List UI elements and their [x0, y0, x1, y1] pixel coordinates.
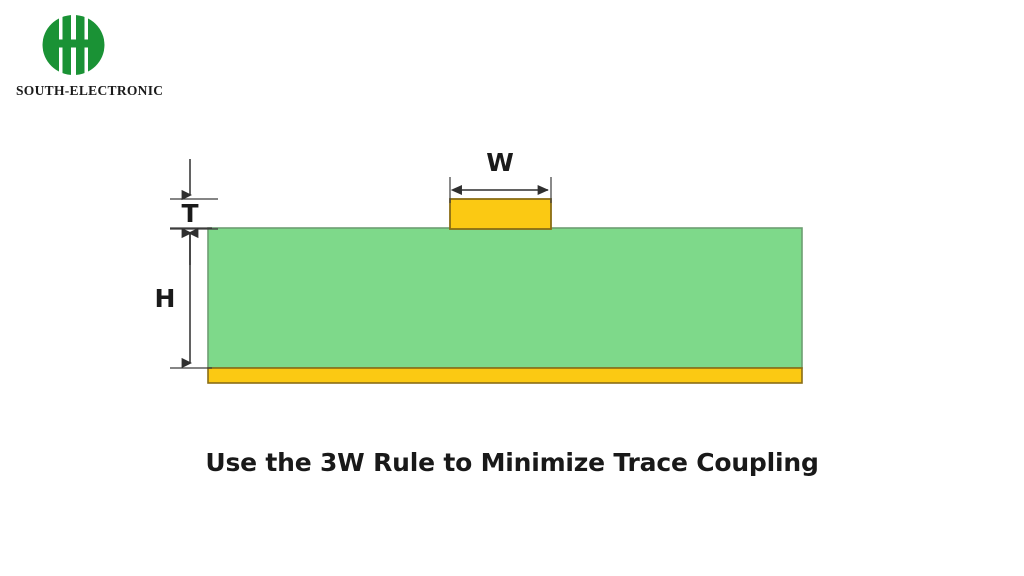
- svg-text:H: H: [155, 284, 176, 313]
- svg-text:T: T: [181, 199, 198, 228]
- caption-text: Use the 3W Rule to Minimize Trace Coupli…: [205, 448, 819, 477]
- brand-logo-block: SOUTH-ELECTRONIC: [8, 14, 198, 99]
- dielectric-substrate-layer: [207, 227, 803, 369]
- dimension-h: H: [155, 227, 212, 369]
- south-electronic-globe-logo-icon: [36, 14, 198, 81]
- dimension-label-w: W: [486, 148, 514, 177]
- ground-plane-layer: [207, 367, 803, 384]
- signal-trace-layer: [449, 198, 552, 230]
- dimension-w: [449, 177, 552, 203]
- brand-name: SOUTH-ELECTRONIC: [16, 83, 164, 98]
- pcb-cross-section-diagram: T H W: [150, 125, 850, 410]
